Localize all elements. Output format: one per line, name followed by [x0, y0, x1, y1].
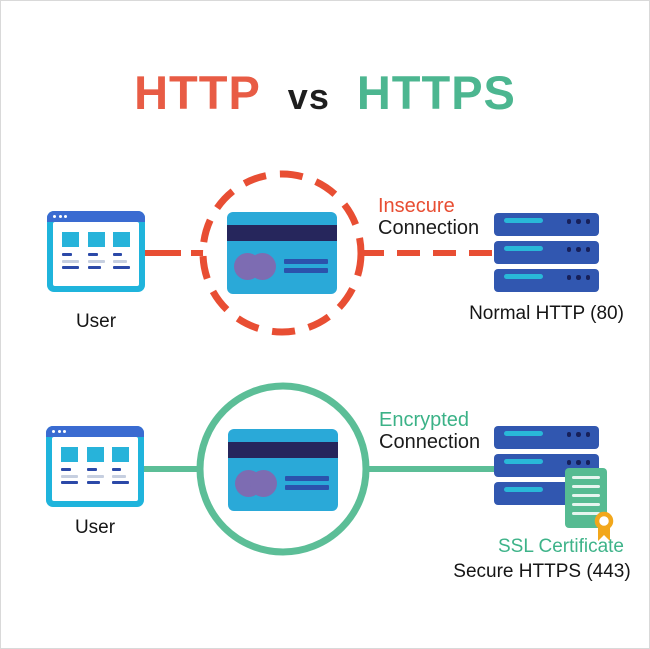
encrypted-word: Encrypted: [379, 409, 470, 431]
server-light-bar: [504, 246, 543, 251]
window-dot-icon: [58, 215, 62, 218]
credit-card-icon: [227, 212, 337, 294]
insecure-connection-label: Insecure Connection: [378, 195, 479, 239]
server-light-bar: [504, 431, 543, 436]
browser-column: [86, 447, 104, 501]
server-unit: [494, 213, 599, 236]
connection-word: Connection: [379, 431, 481, 453]
thumbnail-tile-icon: [87, 232, 105, 247]
window-dot-icon: [64, 215, 67, 218]
http-server-label: Normal HTTP (80): [469, 303, 624, 324]
browser-window-icon: [46, 426, 144, 507]
card-text-line: [285, 476, 329, 481]
insecure-word: Insecure: [378, 195, 455, 217]
server-unit: [494, 426, 599, 449]
ssl-certificate-icon: [565, 468, 614, 541]
server-stack-icon: [494, 213, 599, 292]
card-logo-circle: [250, 470, 277, 497]
thumbnail-tile-icon: [60, 447, 78, 462]
window-dot-icon: [52, 430, 55, 433]
card-magnetic-stripe: [228, 442, 338, 458]
card-magnetic-stripe: [227, 225, 337, 241]
browser-column: [87, 232, 105, 286]
title-https: HTTPS: [356, 66, 516, 119]
card-text-line: [284, 259, 328, 264]
award-seal-icon: [594, 511, 614, 541]
thumbnail-tile-icon: [113, 232, 131, 247]
user-label: User: [75, 311, 117, 332]
title-vs: vs: [287, 76, 330, 117]
browser-content: [52, 437, 138, 501]
browser-column: [112, 447, 130, 501]
window-dot-icon: [63, 430, 66, 433]
browser-column: [61, 232, 79, 286]
thumbnail-tile-icon: [61, 232, 79, 247]
card-text-line: [284, 268, 328, 273]
card-logo-circle: [249, 253, 276, 280]
card-text-line: [285, 485, 329, 490]
https-server-label: Secure HTTPS (443): [453, 561, 631, 582]
encrypted-connection-label: Encrypted Connection: [379, 409, 480, 453]
title-http: HTTP: [134, 66, 261, 119]
thumbnail-tile-icon: [112, 447, 130, 462]
credit-card-icon: [228, 429, 338, 511]
server-light-bar: [504, 459, 543, 464]
server-light-bar: [504, 274, 543, 279]
browser-content: [53, 222, 139, 286]
server-light-bar: [504, 218, 543, 223]
browser-window-icon: [47, 211, 145, 292]
window-dot-icon: [53, 215, 56, 218]
server-unit: [494, 241, 599, 264]
page-title: HTTP vs HTTPS: [1, 65, 649, 120]
ssl-certificate-label: SSL Certificate: [497, 536, 624, 557]
user-label: User: [74, 517, 116, 538]
connection-word: Connection: [378, 217, 480, 239]
server-light-bar: [504, 487, 543, 492]
server-unit: [494, 269, 599, 292]
thumbnail-tile-icon: [86, 447, 104, 462]
window-dot-icon: [57, 430, 61, 433]
browser-titlebar: [47, 211, 145, 222]
browser-titlebar: [46, 426, 144, 437]
browser-column: [113, 232, 131, 286]
browser-column: [60, 447, 78, 501]
